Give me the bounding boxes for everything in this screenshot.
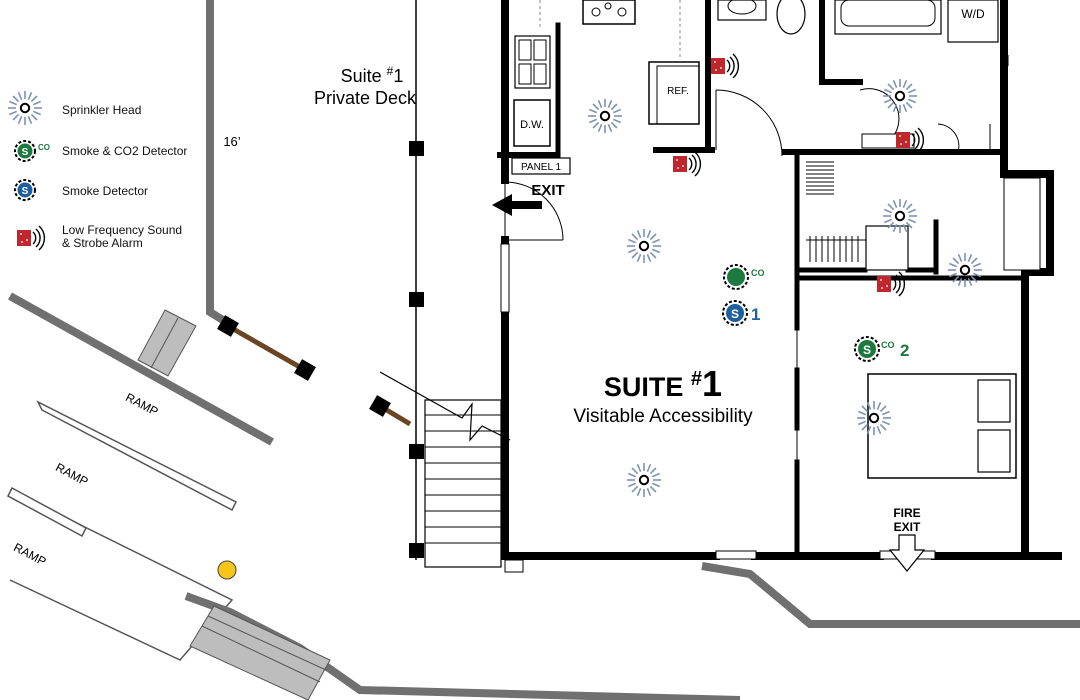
bath-sink [717,0,767,21]
suite-subtitle: Visitable Accessibility [573,406,753,427]
smoke-detector-1: S 1 [722,300,760,326]
legend-alarm-label-2: & Strobe Alarm [62,236,143,250]
kitchen-fixtures: D.W. REF. PANEL 1 [511,0,700,175]
detector-number-1: 1 [751,305,760,324]
dishwasher-label: D.W. [520,119,544,131]
toilet [776,0,806,35]
sprinkler-legend-icon [7,90,43,126]
ramp-label: RAMP [11,540,48,569]
smoke-co2-detector-1: CO [723,264,765,290]
panel-label: PANEL 1 [521,162,561,173]
sprinkler-head-icon [882,78,918,114]
fire-exit-label-1: FIRE [893,506,920,520]
railing-post [409,444,424,459]
doors [504,88,991,462]
closet-fixtures [806,161,909,271]
beam-post [217,315,239,337]
ramps: RAMP RAMP RAMP [7,292,741,700]
deck-wall [206,0,229,326]
pillow [977,379,1011,423]
washer-dryer-label: W/D [961,7,985,21]
legend: Sprinkler Head S CO Smoke & CO2 Detector… [7,90,187,251]
smoke-co2-detector-2: S CO 2 [854,336,909,362]
window [500,243,510,313]
deck-stairs [379,371,524,573]
exterior-light [217,560,237,580]
sprinkler-head-icon [947,252,983,288]
railing-post [409,141,424,156]
legend-alarm-label-1: Low Frequency Sound [62,223,182,237]
beam-post [294,359,316,381]
deck-title: Suite #1 [341,64,404,86]
deck-beam [226,323,307,373]
exterior-wall [701,562,1080,628]
closet-cabinet [865,225,909,271]
bed [867,373,1017,479]
legend-sprinkler-label: Sprinkler Head [62,103,141,117]
sprinkler-head-icon [626,462,662,498]
sprinkler-head-icon [856,400,892,436]
legend-smoke-co2-letter: S [22,147,29,158]
deck-subtitle: Private Deck [314,88,417,108]
window [715,550,757,560]
bathtub [834,0,942,35]
legend-smoke-co2-label: Smoke & CO2 Detector [62,144,187,158]
detector-co-sup: CO [751,268,765,278]
strobe-alarm-icon [672,151,702,177]
exit-label: EXIT [531,182,564,199]
railing-post [409,292,424,307]
railing-post [409,543,424,558]
washer-dryer [947,0,999,43]
sprinkler-head-icon [587,98,623,134]
ramp-label: RAMP [53,460,90,489]
smoke-co2-legend-icon: S CO [14,140,50,162]
alarm-legend-icon [16,225,46,251]
legend-co-sup: CO [38,143,50,152]
exit-arrow-icon [492,194,542,216]
electrical-panel [511,157,571,175]
fire-exit-label-2: EXIT [894,520,921,534]
detector-co-sup: CO [881,340,895,350]
refrigerator-label: REF. [667,86,689,97]
fire-exit-arrow-icon [888,534,926,572]
ramp-label: RAMP [123,390,160,419]
deck-area: Suite #1 Private Deck 16’ [206,0,524,573]
smoke-legend-icon: S [14,179,36,201]
legend-smoke-label: Smoke Detector [62,184,148,198]
strobe-alarm-icon [710,53,740,79]
sprinkler-head-icon [626,228,662,264]
suite-title: SUITE #1 [604,363,722,404]
pillow [977,429,1011,473]
exit-sign: EXIT [492,182,565,216]
suite-walls [497,0,1062,560]
fire-exit-sign: FIRE EXIT [888,506,926,572]
detector-number-2: 2 [900,341,909,360]
detector-letter: S [863,343,871,357]
dishwasher [513,99,551,147]
legend-smoke-letter: S [22,186,29,197]
bathroom-fixtures: W/D [717,0,1009,149]
beam-post [369,395,391,417]
sink [514,35,551,89]
detector-letter: S [731,307,739,321]
window [1003,177,1041,271]
deck-dimension: 16’ [223,134,240,149]
sprinkler-head-icon [882,198,918,234]
